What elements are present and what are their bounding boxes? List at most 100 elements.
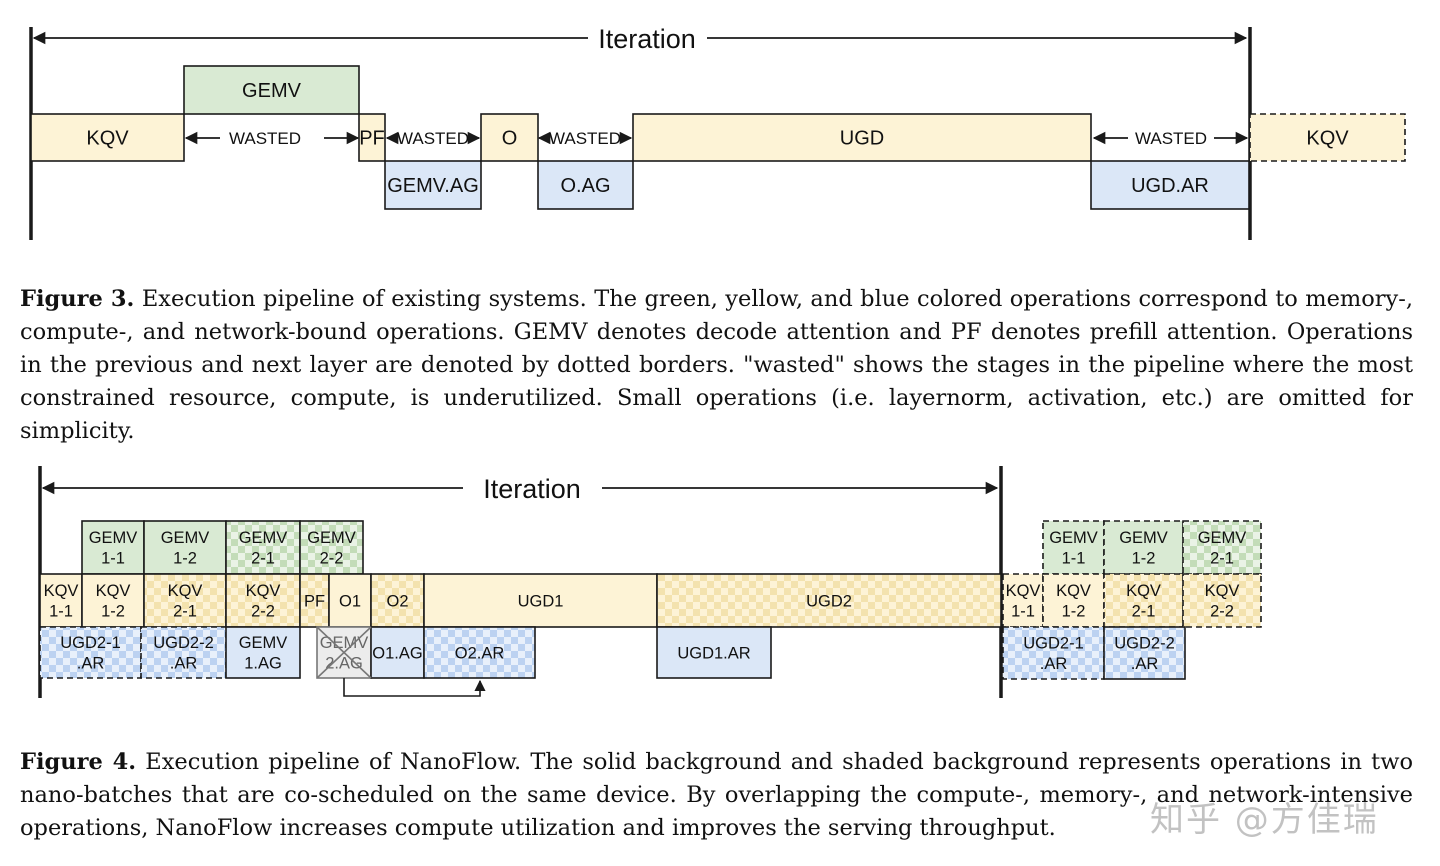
caption-label: Figure 4. [20, 749, 137, 775]
block-label: O1 [339, 592, 361, 610]
block-label: O2.AR [455, 644, 505, 662]
block-label: GEMV [242, 80, 302, 102]
block-label: KQV [1306, 128, 1349, 150]
block-shape [30, 113, 185, 162]
block-label: KQV [1056, 582, 1091, 600]
block-label: UGD2-1 [1023, 634, 1084, 652]
block-label: 2-2 [1210, 603, 1234, 621]
block-label: KQV [1006, 582, 1041, 600]
block-shape [1182, 573, 1262, 628]
block-label: 1-2 [1062, 603, 1086, 621]
f3-o-block: O [480, 113, 539, 162]
f4-o2-ar-block: O2.AR [423, 626, 536, 679]
f3-ugd-block: UGD [632, 113, 1092, 162]
block-label: UGD1.AR [677, 644, 750, 662]
f4-next-kqv-2-2-block: KQV 2-2 [1182, 573, 1262, 628]
block-shape [358, 113, 386, 162]
block-label: 2-1 [1210, 550, 1234, 568]
block-shape [1249, 113, 1406, 162]
wasted-label: WASTED [1135, 129, 1207, 148]
block-shape [1002, 626, 1105, 680]
block-label: GEMV [1119, 529, 1168, 547]
block-label: KQV [246, 582, 281, 600]
block-label: .AR [170, 655, 198, 673]
block-shape [423, 626, 536, 679]
f4-next-kqv-1-1-block: KQV 1-1 [1002, 573, 1044, 628]
block-shape [143, 573, 227, 628]
block-label: KQV [44, 582, 79, 600]
block-shape [1002, 573, 1044, 628]
block-shape [656, 626, 772, 679]
block-label: GEMV [239, 529, 288, 547]
block-shape [480, 113, 539, 162]
block-label: 1-2 [101, 603, 125, 621]
block-label: 1-2 [173, 550, 197, 568]
f3-o-ag-block: O.AG [537, 160, 634, 210]
block-label: KQV [1205, 582, 1240, 600]
f4-ugd2-block: UGD2 [656, 573, 1002, 628]
block-shape [1042, 520, 1105, 575]
block-label: 2-1 [251, 550, 275, 568]
f3-gemv-block: GEMV [183, 65, 360, 115]
block-label: UGD [840, 128, 884, 150]
block-shape [1042, 573, 1105, 628]
f3-kqv-next-block: KQV [1249, 113, 1406, 162]
block-label: 1-1 [1062, 550, 1086, 568]
block-label: .AR [1040, 655, 1068, 673]
f4-ugd2-2-ar-block: UGD2-2 .AR [140, 626, 227, 679]
block-shape [225, 573, 301, 628]
block-label: GEMV [320, 634, 369, 652]
block-shape [225, 626, 301, 679]
block-shape [384, 160, 482, 210]
block-shape [1182, 520, 1262, 575]
block-label: UGD2-2 [1114, 634, 1175, 652]
wasted-gap-2: WASTED [385, 129, 481, 148]
block-label: UGD2-2 [153, 634, 214, 652]
figure-4-diagram: Iteration GEMV1-1GEMV1-2GEMV2-1GEMV2-2KQ… [38, 466, 1262, 698]
block-label: GEMV [89, 529, 138, 547]
caption-text: Execution pipeline of NanoFlow. The soli… [20, 749, 1414, 841]
figure-4-caption: Figure 4. Execution pipeline of NanoFlow… [20, 746, 1413, 845]
block-label: GEMV [161, 529, 210, 547]
block-label: 2.AG [325, 655, 363, 673]
figure-3-caption: Figure 3. Execution pipeline of existing… [20, 283, 1413, 448]
f4-pf-block: PF [299, 573, 330, 628]
block-shape [537, 160, 634, 210]
block-label: 1-1 [1011, 603, 1035, 621]
f3-ugd-ar-block: UGD.AR [1090, 160, 1250, 210]
block-label: UGD1 [518, 592, 564, 610]
f4-next-gemv-2-1-block: GEMV 2-1 [1182, 520, 1262, 575]
wasted-gap-3: WASTED [537, 129, 633, 148]
iteration-label: Iteration [483, 474, 581, 504]
f4-ugd1-ar-block: UGD1.AR [656, 626, 772, 679]
f4-next-ugd2-2-ar-block: UGD2-2.AR [1103, 626, 1186, 680]
f4-o1-ag-block: O1.AG [370, 626, 425, 679]
f4-o1-block: O1 [328, 573, 372, 628]
block-label: .AR [77, 655, 105, 673]
f4-gemv-2-2-block: GEMV 2-2 [299, 520, 364, 575]
block-label: 2-2 [320, 550, 344, 568]
wasted-label: WASTED [397, 129, 469, 148]
block-label: UGD2 [806, 592, 852, 610]
block-label: GEMV [1198, 529, 1247, 547]
f4-ugd2-1-ar-block: UGD2-1.AR [39, 626, 142, 679]
caption-text: Execution pipeline of existing systems. … [20, 286, 1414, 444]
f3-kqv-block: KQV [30, 113, 185, 162]
block-label: O2 [386, 592, 408, 610]
block-shape [183, 65, 360, 115]
caption-label: Figure 3. [20, 286, 135, 312]
block-label: GEMV [307, 529, 356, 547]
block-shape [1090, 160, 1250, 210]
block-label: 1.AG [244, 655, 282, 673]
f4-gemv-1-2-block: GEMV 1-2 [143, 520, 227, 575]
block-shape [1103, 626, 1186, 680]
block-label: 2-1 [173, 603, 197, 621]
